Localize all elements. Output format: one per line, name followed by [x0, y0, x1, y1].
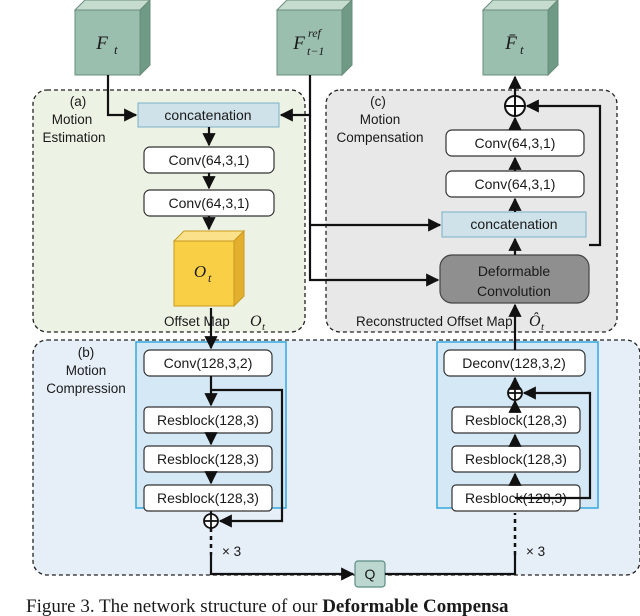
encoder-conv-label: Conv(128,3,2) — [164, 355, 253, 371]
svg-text:O: O — [250, 313, 262, 330]
compensation-concat-label: concatenation — [470, 216, 557, 232]
connection-lines — [106, 75, 602, 581]
deformable-label-2: Convolution — [477, 283, 551, 299]
svg-text:(a): (a) — [70, 94, 87, 109]
svg-text:t: t — [520, 42, 524, 57]
svg-text:Ô: Ô — [529, 311, 541, 330]
encoder-res3-label: Resblock(128,3) — [157, 490, 259, 506]
svg-text:t: t — [208, 271, 212, 285]
svg-text:t: t — [541, 321, 545, 333]
svg-text:Estimation: Estimation — [42, 130, 105, 145]
offset-map-cube: O t — [172, 229, 246, 308]
encoder-conv-box — [143, 349, 273, 377]
output-cube-fbar: F̄ t — [481, 0, 559, 77]
decoder-deconv-label: Deconv(128,3,2) — [462, 355, 566, 371]
estimation-conv1-label: Conv(64,3,1) — [169, 152, 250, 168]
svg-text:F: F — [95, 33, 108, 54]
compensation-concat-box — [441, 211, 587, 238]
deformable-label-1: Deformable — [478, 263, 551, 279]
decoder-repeat-label: × 3 — [526, 544, 545, 559]
encoder-res3-box — [143, 484, 273, 512]
encoder-res2-label: Resblock(128,3) — [157, 451, 259, 467]
svg-text:Reconstructed Offset Map: Reconstructed Offset Map — [356, 314, 513, 329]
encoder-res1-label: Resblock(128,3) — [157, 412, 259, 428]
estimation-label: (a) Motion Estimation — [42, 94, 105, 145]
decoder-res1-label: Resblock(128,3) — [465, 412, 567, 428]
svg-text:(c): (c) — [370, 94, 386, 109]
svg-text:Motion: Motion — [360, 112, 401, 127]
svg-text:(b): (b) — [78, 345, 95, 360]
svg-text:Motion: Motion — [66, 363, 107, 378]
svg-text:t: t — [262, 321, 266, 333]
svg-text:t−1: t−1 — [307, 44, 324, 58]
input-cube-ft: F t — [73, 0, 151, 77]
input-cube-fref: F ref t−1 — [275, 0, 353, 77]
figure-caption: Figure 3. The network structure of our D… — [26, 596, 509, 616]
svg-text:F: F — [292, 33, 305, 54]
svg-text:Motion: Motion — [52, 112, 93, 127]
svg-text:ref: ref — [308, 26, 323, 40]
estimation-concat-label: concatenation — [164, 107, 251, 123]
reconstructed-offset-label: Reconstructed Offset Map Ô t — [356, 311, 545, 333]
quantizer-label: Q — [365, 566, 376, 582]
svg-text:F̄: F̄ — [504, 33, 517, 54]
svg-text:Compression: Compression — [46, 381, 126, 396]
svg-text:Offset Map: Offset Map — [164, 314, 230, 329]
estimation-conv2-label: Conv(64,3,1) — [169, 195, 250, 211]
svg-text:t: t — [114, 42, 118, 57]
compensation-conv1-label: Conv(64,3,1) — [475, 135, 556, 151]
svg-text:Compensation: Compensation — [336, 130, 423, 145]
estimation-concat-box — [137, 102, 280, 128]
svg-text:O: O — [194, 262, 206, 281]
compensation-conv2-label: Conv(64,3,1) — [475, 176, 556, 192]
compensation-label: (c) Motion Compensation — [336, 94, 423, 145]
encoder-repeat-label: × 3 — [222, 544, 241, 559]
decoder-res2-label: Resblock(128,3) — [465, 451, 567, 467]
offset-map-label: Offset Map O t — [164, 313, 266, 333]
compression-label: (b) Motion Compression — [46, 345, 126, 396]
